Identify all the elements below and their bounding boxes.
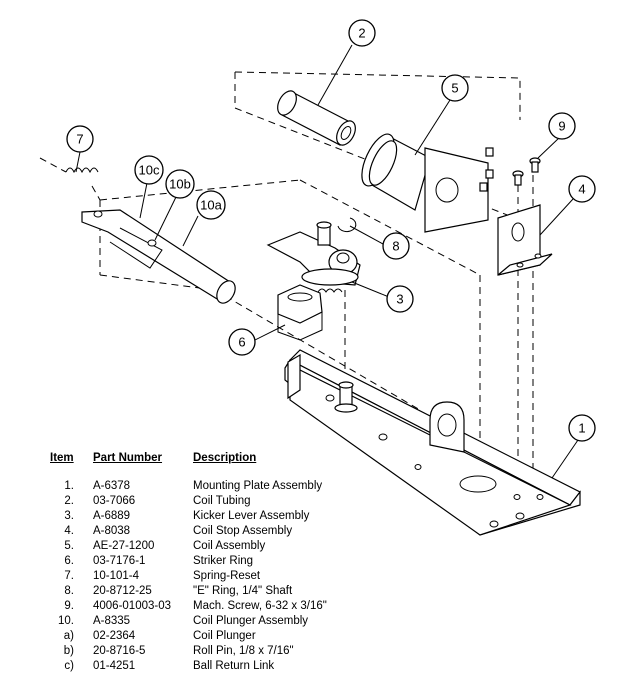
callout-5: 5 xyxy=(441,74,469,102)
striker-ring-part xyxy=(277,284,323,341)
header-description: Description xyxy=(193,452,257,464)
coil-tubing-part xyxy=(277,90,356,146)
svg-text:10a: 10a xyxy=(200,198,222,213)
table-row: c) 01-4251 Ball Return Link xyxy=(64,660,275,672)
table-row: 7. 10-101-4 Spring-Reset xyxy=(64,570,261,582)
callout-10b: 10b xyxy=(165,169,195,199)
callout-leader-lines xyxy=(75,44,579,479)
e-ring-part xyxy=(337,217,357,233)
table-row: 9. 4006-01003-03 Mach. Screw, 6-32 x 3/1… xyxy=(64,600,327,612)
kicker-lever-part xyxy=(266,221,361,286)
callout-4: 4 xyxy=(568,175,596,203)
svg-text:9: 9 xyxy=(558,119,565,134)
table-row: 2. 03-7066 Coil Tubing xyxy=(64,495,251,507)
header-part-number: Part Number xyxy=(93,452,163,464)
coil-stop-part xyxy=(497,204,553,276)
callout-3: 3 xyxy=(386,285,414,313)
svg-text:2: 2 xyxy=(358,26,365,41)
small-spring-part xyxy=(317,288,343,293)
mounting-plate-part xyxy=(284,349,581,536)
table-row: 4. A-8038 Coil Stop Assembly xyxy=(64,525,293,537)
callout-10a: 10a xyxy=(196,190,226,220)
svg-text:3: 3 xyxy=(396,292,403,307)
table-row: a) 02-2364 Coil Plunger xyxy=(63,630,256,642)
table-row: 5. AE-27-1200 Coil Assembly xyxy=(64,540,266,552)
svg-text:4: 4 xyxy=(578,182,585,197)
svg-text:8: 8 xyxy=(392,239,399,254)
callout-7: 7 xyxy=(66,125,94,153)
coil-assembly-part xyxy=(361,133,494,233)
svg-text:5: 5 xyxy=(451,81,458,96)
table-row: 6. 03-7176-1 Striker Ring xyxy=(64,555,254,567)
table-row: 3. A-6889 Kicker Lever Assembly xyxy=(64,510,310,522)
callout-1: 1 xyxy=(568,414,596,442)
svg-text:10c: 10c xyxy=(139,163,160,178)
svg-text:10b: 10b xyxy=(169,177,191,192)
svg-text:6: 6 xyxy=(238,335,245,350)
table-row: 8. 20-8712-25 "E" Ring, 1/4" Shaft xyxy=(64,585,293,597)
callout-6: 6 xyxy=(228,328,256,356)
table-row: 10. A-8335 Coil Plunger Assembly xyxy=(58,615,309,627)
callout-2: 2 xyxy=(348,19,376,47)
svg-text:1: 1 xyxy=(578,421,585,436)
reset-spring-part xyxy=(65,167,99,174)
svg-text:7: 7 xyxy=(76,132,83,147)
callout-8: 8 xyxy=(382,232,410,260)
coil-plunger-assembly-part xyxy=(81,209,236,304)
machine-screws-part xyxy=(512,157,541,186)
header-item: Item xyxy=(50,452,74,464)
table-row: b) 20-8716-5 Roll Pin, 1/8 x 7/16" xyxy=(63,645,294,657)
table-row: 1. A-6378 Mounting Plate Assembly xyxy=(64,480,323,492)
callout-10c: 10c xyxy=(134,155,164,185)
callout-9: 9 xyxy=(548,112,576,140)
